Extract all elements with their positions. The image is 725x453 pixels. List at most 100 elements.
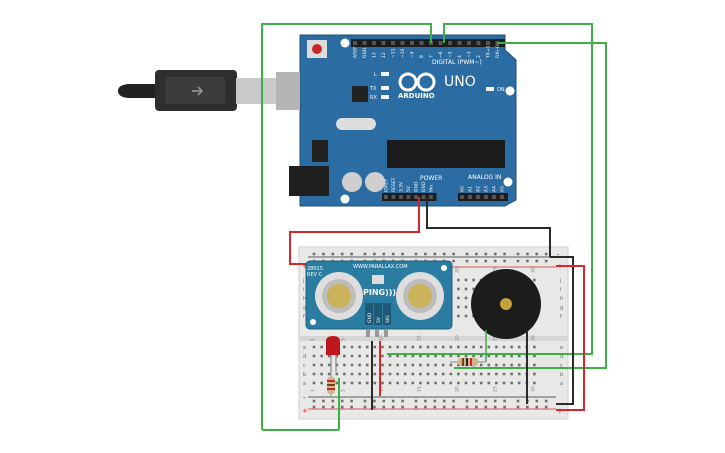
breadboard-hole[interactable] (388, 345, 392, 349)
breadboard-hole[interactable] (320, 372, 323, 376)
breadboard-hole[interactable] (426, 345, 430, 349)
breadboard-hole[interactable] (350, 345, 354, 349)
breadboard-hole[interactable] (312, 381, 316, 385)
breadboard-hole[interactable] (479, 354, 483, 358)
rail-hole[interactable] (340, 405, 344, 409)
breadboard-hole[interactable] (464, 372, 468, 376)
breadboard-hole[interactable] (396, 381, 399, 385)
breadboard-hole[interactable] (358, 354, 361, 358)
breadboard-hole[interactable] (517, 345, 521, 349)
piezo-buzzer[interactable] (471, 269, 541, 339)
breadboard-hole[interactable] (441, 345, 445, 349)
header-pin[interactable] (500, 195, 504, 199)
breadboard-hole[interactable] (388, 354, 392, 358)
breadboard-hole[interactable] (533, 381, 536, 385)
rail-hole[interactable] (442, 399, 446, 403)
breadboard-hole[interactable] (320, 345, 323, 349)
breadboard-hole[interactable] (403, 363, 407, 367)
breadboard-hole[interactable] (358, 381, 361, 385)
breadboard-hole[interactable] (312, 363, 316, 367)
breadboard-hole[interactable] (365, 354, 369, 358)
breadboard-hole[interactable] (411, 363, 415, 367)
rail-hole[interactable] (516, 405, 520, 409)
breadboard-hole[interactable] (419, 345, 422, 349)
breadboard-hole[interactable] (358, 345, 361, 349)
header-pin[interactable] (476, 41, 481, 45)
breadboard-hole[interactable] (472, 287, 475, 291)
breadboard-hole[interactable] (533, 278, 536, 282)
breadboard-hole[interactable] (472, 381, 475, 385)
breadboard-hole[interactable] (335, 381, 339, 385)
breadboard-hole[interactable] (350, 372, 354, 376)
breadboard-hole[interactable] (396, 345, 399, 349)
breadboard-hole[interactable] (327, 363, 331, 367)
breadboard-hole[interactable] (419, 381, 422, 385)
breadboard-hole[interactable] (457, 381, 460, 385)
breadboard-hole[interactable] (365, 381, 369, 385)
breadboard-hole[interactable] (487, 354, 491, 358)
breadboard-hole[interactable] (457, 296, 460, 300)
rail-hole[interactable] (312, 405, 316, 409)
rail-hole[interactable] (516, 259, 520, 263)
rail-hole[interactable] (433, 399, 437, 403)
breadboard-hole[interactable] (434, 345, 437, 349)
breadboard-hole[interactable] (510, 381, 513, 385)
rail-hole[interactable] (373, 399, 376, 403)
breadboard-hole[interactable] (403, 381, 407, 385)
header-pin[interactable] (400, 41, 405, 45)
breadboard-hole[interactable] (343, 345, 346, 349)
breadboard-hole[interactable] (426, 354, 430, 358)
breadboard-hole[interactable] (419, 354, 422, 358)
rail-hole[interactable] (433, 405, 437, 409)
breadboard-hole[interactable] (411, 354, 415, 358)
breadboard-hole[interactable] (327, 372, 331, 376)
breadboard-hole[interactable] (479, 381, 483, 385)
analog-header[interactable] (458, 193, 508, 201)
breadboard-hole[interactable] (343, 363, 346, 367)
rail-hole[interactable] (322, 405, 325, 409)
breadboard-hole[interactable] (502, 372, 506, 376)
rail-hole[interactable] (363, 405, 367, 409)
rail-hole[interactable] (414, 252, 418, 256)
breadboard-hole[interactable] (373, 345, 377, 349)
breadboard-hole[interactable] (533, 345, 536, 349)
breadboard-hole[interactable] (510, 363, 513, 367)
rail-hole[interactable] (465, 399, 469, 403)
breadboard-hole[interactable] (517, 381, 521, 385)
rail-hole[interactable] (526, 259, 529, 263)
rail-hole[interactable] (526, 405, 529, 409)
rail-hole[interactable] (484, 259, 488, 263)
breadboard-hole[interactable] (320, 381, 323, 385)
digital-header[interactable] (351, 39, 505, 47)
rail-hole[interactable] (535, 252, 539, 256)
rail-hole[interactable] (312, 252, 316, 256)
rail-hole[interactable] (452, 405, 455, 409)
breadboard-hole[interactable] (388, 363, 392, 367)
rail-hole[interactable] (350, 399, 353, 403)
header-pin[interactable] (421, 195, 426, 199)
breadboard-hole[interactable] (396, 354, 399, 358)
breadboard-hole[interactable] (464, 287, 468, 291)
header-pin[interactable] (353, 41, 357, 45)
breadboard-hole[interactable] (517, 372, 521, 376)
breadboard-hole[interactable] (457, 287, 460, 291)
rail-hole[interactable] (373, 405, 376, 409)
rail-hole[interactable] (503, 252, 506, 256)
breadboard-hole[interactable] (472, 372, 475, 376)
rail-hole[interactable] (331, 399, 335, 403)
rail-hole[interactable] (484, 399, 488, 403)
breadboard-hole[interactable] (495, 381, 498, 385)
breadboard-hole[interactable] (502, 354, 506, 358)
rail-hole[interactable] (503, 405, 506, 409)
breadboard-hole[interactable] (502, 381, 506, 385)
rail-hole[interactable] (475, 399, 478, 403)
breadboard-hole[interactable] (419, 363, 422, 367)
rail-hole[interactable] (312, 399, 316, 403)
rail-hole[interactable] (442, 252, 446, 256)
rail-hole[interactable] (493, 259, 497, 263)
breadboard-hole[interactable] (373, 381, 377, 385)
breadboard-hole[interactable] (517, 363, 521, 367)
rail-hole[interactable] (475, 252, 478, 256)
breadboard-hole[interactable] (533, 372, 536, 376)
header-pin[interactable] (468, 195, 472, 199)
